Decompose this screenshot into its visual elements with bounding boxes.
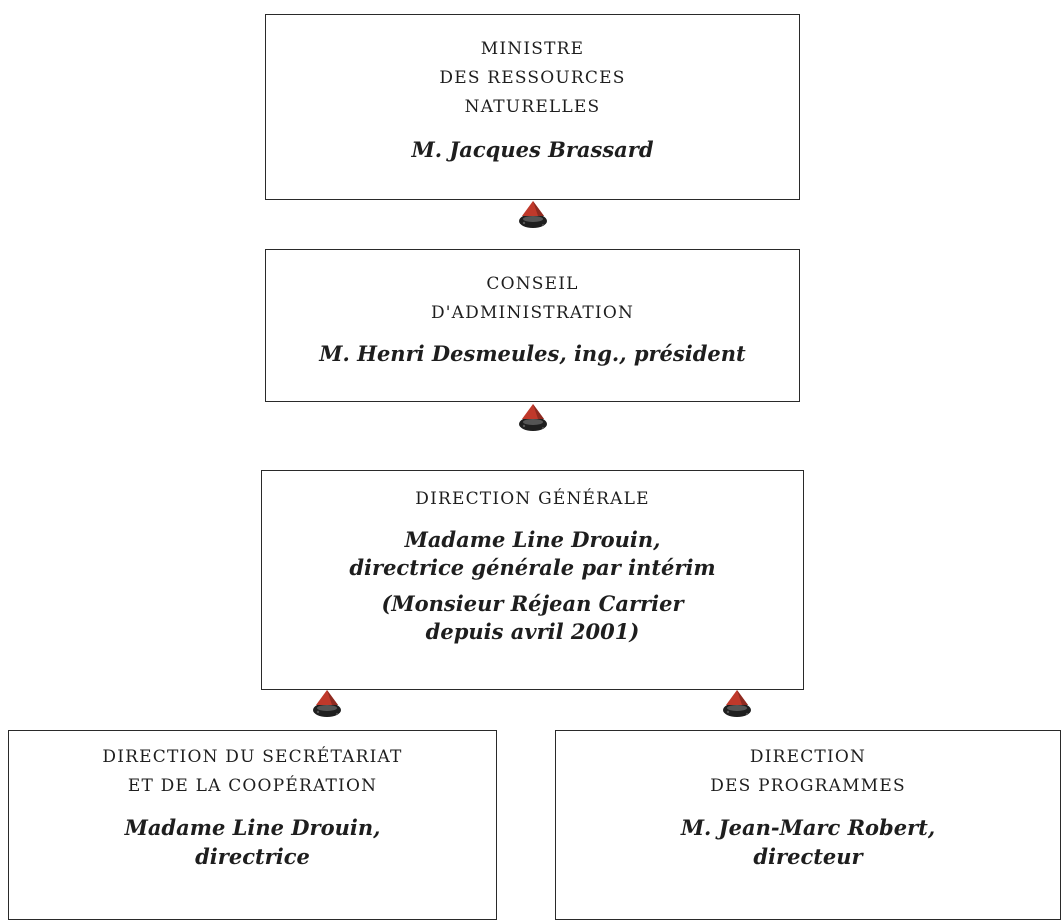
person-name-line: directeur [753,844,863,869]
cone-connector-icon [313,690,341,717]
org-box-ministre: MINISTRE DES RESSOURCES NATURELLES M. Ja… [265,14,800,200]
unit-name-line: ET DE LA COOPÉRATION [127,776,378,796]
org-box-conseil: CONSEIL D'ADMINISTRATION M. Henri Desmeu… [265,249,800,402]
person-name: Madame Line Drouin, directrice [9,813,496,871]
person-note-line: depuis avril 2001) [425,619,640,644]
person-name-line: directrice [195,844,310,869]
person-name-line: Madame Line Drouin, [124,815,381,840]
unit-name-line: D'ADMINISTRATION [430,303,635,323]
unit-name-line: MINISTRE [480,39,585,59]
unit-name-line: DES RESSOURCES [439,68,626,88]
person-name-line: M. Jacques Brassard [411,137,654,162]
unit-name-line: DIRECTION GÉNÉRALE [415,489,650,509]
person-name: M. Jacques Brassard [266,136,799,163]
unit-name: DIRECTION DES PROGRAMMES [556,743,1060,801]
person-note-line: (Monsieur Réjean Carrier [381,591,684,616]
person-name: M. Jean-Marc Robert, directeur [556,813,1060,871]
person-name: M. Henri Desmeules, ing., président [266,340,799,367]
unit-name: DIRECTION DU SECRÉTARIAT ET DE LA COOPÉR… [9,743,496,801]
unit-name-line: DIRECTION [749,747,867,767]
cone-connector-icon [723,690,751,717]
person-name-line: Madame Line Drouin, [404,527,661,552]
unit-name: CONSEIL D'ADMINISTRATION [266,270,799,328]
unit-name: MINISTRE DES RESSOURCES NATURELLES [266,35,799,122]
unit-name-line: DES PROGRAMMES [710,776,906,796]
unit-name: DIRECTION GÉNÉRALE [262,485,803,514]
person-name-line: M. Henri Desmeules, ing., président [319,341,746,366]
person-note: (Monsieur Réjean Carrier depuis avril 20… [262,590,803,646]
unit-name-line: DIRECTION DU SECRÉTARIAT [102,747,403,767]
unit-name-line: CONSEIL [486,274,579,294]
cone-connector-icon [519,201,547,228]
cone-connector-icon [519,404,547,431]
person-name-line: M. Jean-Marc Robert, [680,815,936,840]
org-box-secretariat: DIRECTION DU SECRÉTARIAT ET DE LA COOPÉR… [8,730,497,920]
person-name: Madame Line Drouin, directrice générale … [262,526,803,582]
org-box-direction-generale: DIRECTION GÉNÉRALE Madame Line Drouin, d… [261,470,804,690]
person-name-line: directrice générale par intérim [349,555,716,580]
org-box-programmes: DIRECTION DES PROGRAMMES M. Jean-Marc Ro… [555,730,1061,920]
unit-name-line: NATURELLES [464,97,601,117]
